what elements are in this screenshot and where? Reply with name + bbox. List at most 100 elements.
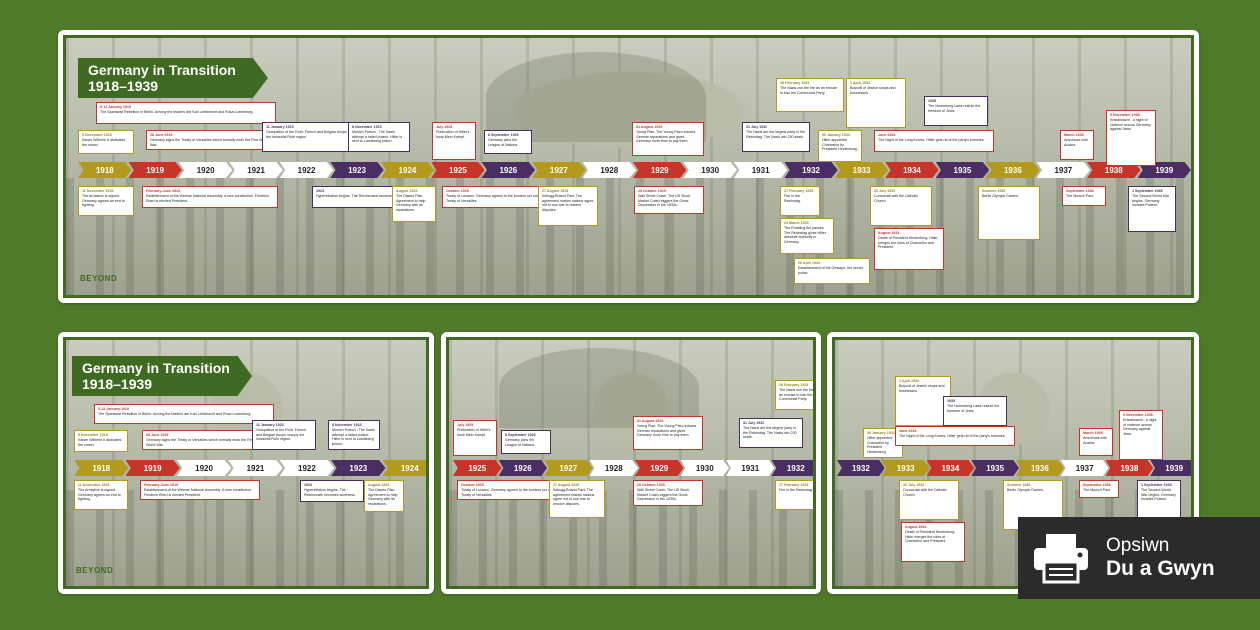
event-date: February-June 1919 [144, 483, 178, 487]
event-date: October 1925 [446, 189, 469, 193]
event-date: 31 July 1932 [743, 421, 765, 425]
event-date: 11 January 1923 [256, 423, 284, 427]
year-1922: 1922 [279, 460, 335, 476]
event-date: 28 February 1933 [779, 383, 809, 387]
event-text: Hitler appointed Chancellor by President… [822, 138, 858, 152]
title-line1: Germany in Transition [82, 360, 230, 376]
year-1923: 1923 [331, 460, 386, 476]
event-date: July 1925 [457, 423, 474, 427]
event-text: Hyperinflation begins. The Reichsmark be… [316, 194, 411, 199]
event-text: The Nazis use the fire as an excuse to b… [780, 86, 838, 95]
event-text: The Nazis use the fire as an excuse to b… [779, 388, 816, 402]
event-text: The Nazis are the largest party in the R… [746, 130, 805, 139]
year-1929: 1929 [635, 460, 684, 476]
event-text: Berlin Olympic Games. [982, 194, 1019, 199]
event-date: 1935 [928, 99, 936, 103]
event-text: Kellogg-Briand Pact. The agreement makes… [542, 194, 594, 212]
event-date: 30 January 1933 [822, 133, 850, 137]
event-text: Germany joins the League of Nations. [488, 138, 519, 147]
event-text: The Nazis are the largest party in the R… [743, 426, 797, 440]
title-banner: Germany in Transition 1918–1939 [78, 58, 268, 98]
event-date: June 1934 [878, 133, 896, 137]
event-text: Germany signs the Treaty of Versailles w… [146, 438, 255, 447]
event-date: 8 November 1923 [352, 125, 382, 129]
year-1918: 1918 [78, 162, 132, 178]
year-1939: 1939 [1150, 460, 1191, 476]
year-1927: 1927 [544, 460, 593, 476]
event-text: The Dawes Plan. Agreement to help German… [396, 194, 426, 212]
event-date: February-June 1919 [146, 189, 180, 193]
year-1925: 1925 [453, 460, 502, 476]
event-date: 28 June 1919 [146, 433, 169, 437]
event-date: Summer 1936 [1007, 483, 1031, 487]
event-text: Germany joins the League of Nations. [505, 438, 536, 447]
event-date: 28 February 1933 [780, 81, 810, 85]
event-date: August 1934 [878, 231, 900, 235]
year-1935: 1935 [971, 460, 1019, 476]
event-date: September 1938 [1083, 483, 1111, 487]
event-text: Death of President Hindenburg. Hitler me… [905, 530, 956, 544]
event-date: August 1924 [396, 189, 418, 193]
year-1920: 1920 [178, 162, 233, 178]
event-date: Summer 1936 [982, 189, 1006, 193]
event-date: 9 November 1918 [82, 133, 112, 137]
event-text: Concordat with the Catholic Church. [874, 194, 918, 203]
event-date: 1 September 1939 [1132, 189, 1163, 193]
event-text: Germany signs the Treaty of Versailles w… [150, 138, 269, 147]
event-text: Establishment of the Gestapo, the secret… [798, 266, 863, 275]
year-1933: 1933 [834, 162, 889, 178]
event-date: 27 August 1928 [553, 483, 580, 487]
event-text: Fire in the Reichstag. [784, 194, 801, 203]
event-date: September 1938 [1066, 189, 1094, 193]
year-1927: 1927 [532, 162, 586, 178]
event-date: October 1925 [461, 483, 484, 487]
year-1922: 1922 [279, 162, 334, 178]
event-text: The Armistice is signed. Germany agrees … [78, 488, 121, 502]
year-1936: 1936 [986, 162, 1040, 178]
title-line2: 1918–1939 [82, 376, 153, 393]
year-1934: 1934 [885, 162, 939, 178]
event-date: 31 July 1932 [746, 125, 768, 129]
event-date: 9 November 1938 [1110, 113, 1140, 117]
year-1923: 1923 [330, 162, 384, 178]
event-date: August 1924 [368, 483, 390, 487]
event-date: 8 November 1923 [332, 423, 362, 427]
event-date: 8 September 1926 [505, 433, 536, 437]
event-text: Young Plan. The Young Plan reduces Germa… [636, 130, 696, 144]
event-date: 31 August 1929 [636, 125, 663, 129]
year-1931: 1931 [733, 162, 788, 178]
event-date: 9 November 1918 [78, 433, 108, 437]
event-date: 30 January 1933 [867, 431, 895, 435]
print-option-button[interactable]: Opsiwn Du a Gwyn [1018, 517, 1260, 599]
event-text: Hitler appointed Chancellor by President… [867, 436, 893, 454]
event-date: 8 September 1926 [488, 133, 519, 137]
event-text: The Spartacist Rebellion in Berlin. Amon… [98, 412, 252, 417]
